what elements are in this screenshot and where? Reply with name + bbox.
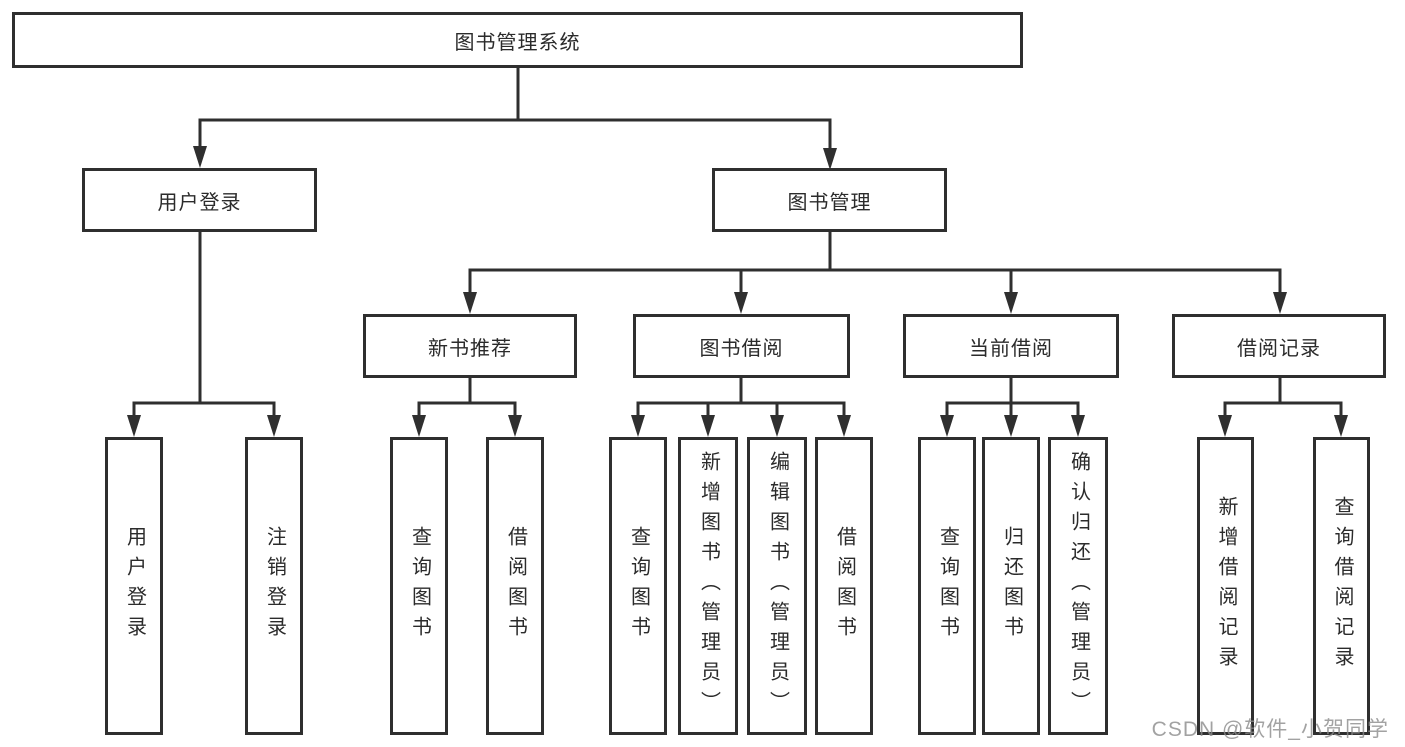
node-label: 查询图书 [408,526,431,646]
leaf-edit-book-admin: 编辑图书（管理员） [747,437,807,735]
node-label: 借阅图书 [504,526,527,646]
node-new-book-recommendation: 新书推荐 [363,314,577,378]
leaf-return-books: 归还图书 [982,437,1040,735]
leaf-add-borrow-record: 新增借阅记录 [1197,437,1254,735]
node-label: 用户登录 [123,526,146,646]
node-book-borrowing: 图书借阅 [633,314,850,378]
leaf-borrow-books-recommend: 借阅图书 [486,437,544,735]
leaf-confirm-return-admin: 确认归还（管理员） [1048,437,1108,735]
leaf-borrow-books: 借阅图书 [815,437,873,735]
node-label: 新增借阅记录 [1215,496,1237,676]
node-label: 确认归还（管理员） [1067,451,1090,721]
node-current-borrowing: 当前借阅 [903,314,1119,378]
node-label: 编辑图书（管理员） [766,451,789,721]
node-label: 借阅图书 [833,526,856,646]
leaf-user-login: 用户登录 [105,437,163,735]
node-label: 图书管理系统 [454,31,581,54]
node-label: 注销登录 [263,526,286,646]
leaf-query-books-current: 查询图书 [918,437,976,735]
leaf-logout: 注销登录 [245,437,303,735]
node-user-login: 用户登录 [82,168,317,232]
node-label: 查询图书 [936,526,959,646]
node-label: 图书管理 [787,191,872,214]
node-label: 借阅记录 [1237,337,1321,360]
leaf-add-book-admin: 新增图书（管理员） [678,437,738,735]
leaf-query-books-borrow: 查询图书 [609,437,667,735]
node-label: 新书推荐 [428,337,512,360]
leaf-query-borrow-record: 查询借阅记录 [1313,437,1370,735]
leaf-query-books-recommend: 查询图书 [390,437,448,735]
node-borrowing-records: 借阅记录 [1172,314,1386,378]
node-label: 查询借阅记录 [1331,496,1353,676]
node-label: 新增图书（管理员） [697,451,720,721]
node-label: 用户登录 [157,191,242,214]
node-label: 当前借阅 [969,337,1053,360]
node-book-management: 图书管理 [712,168,947,232]
node-label: 图书借阅 [699,337,784,360]
node-library-management-system: 图书管理系统 [12,12,1023,68]
node-label: 查询图书 [627,526,650,646]
node-label: 归还图书 [1000,526,1023,646]
